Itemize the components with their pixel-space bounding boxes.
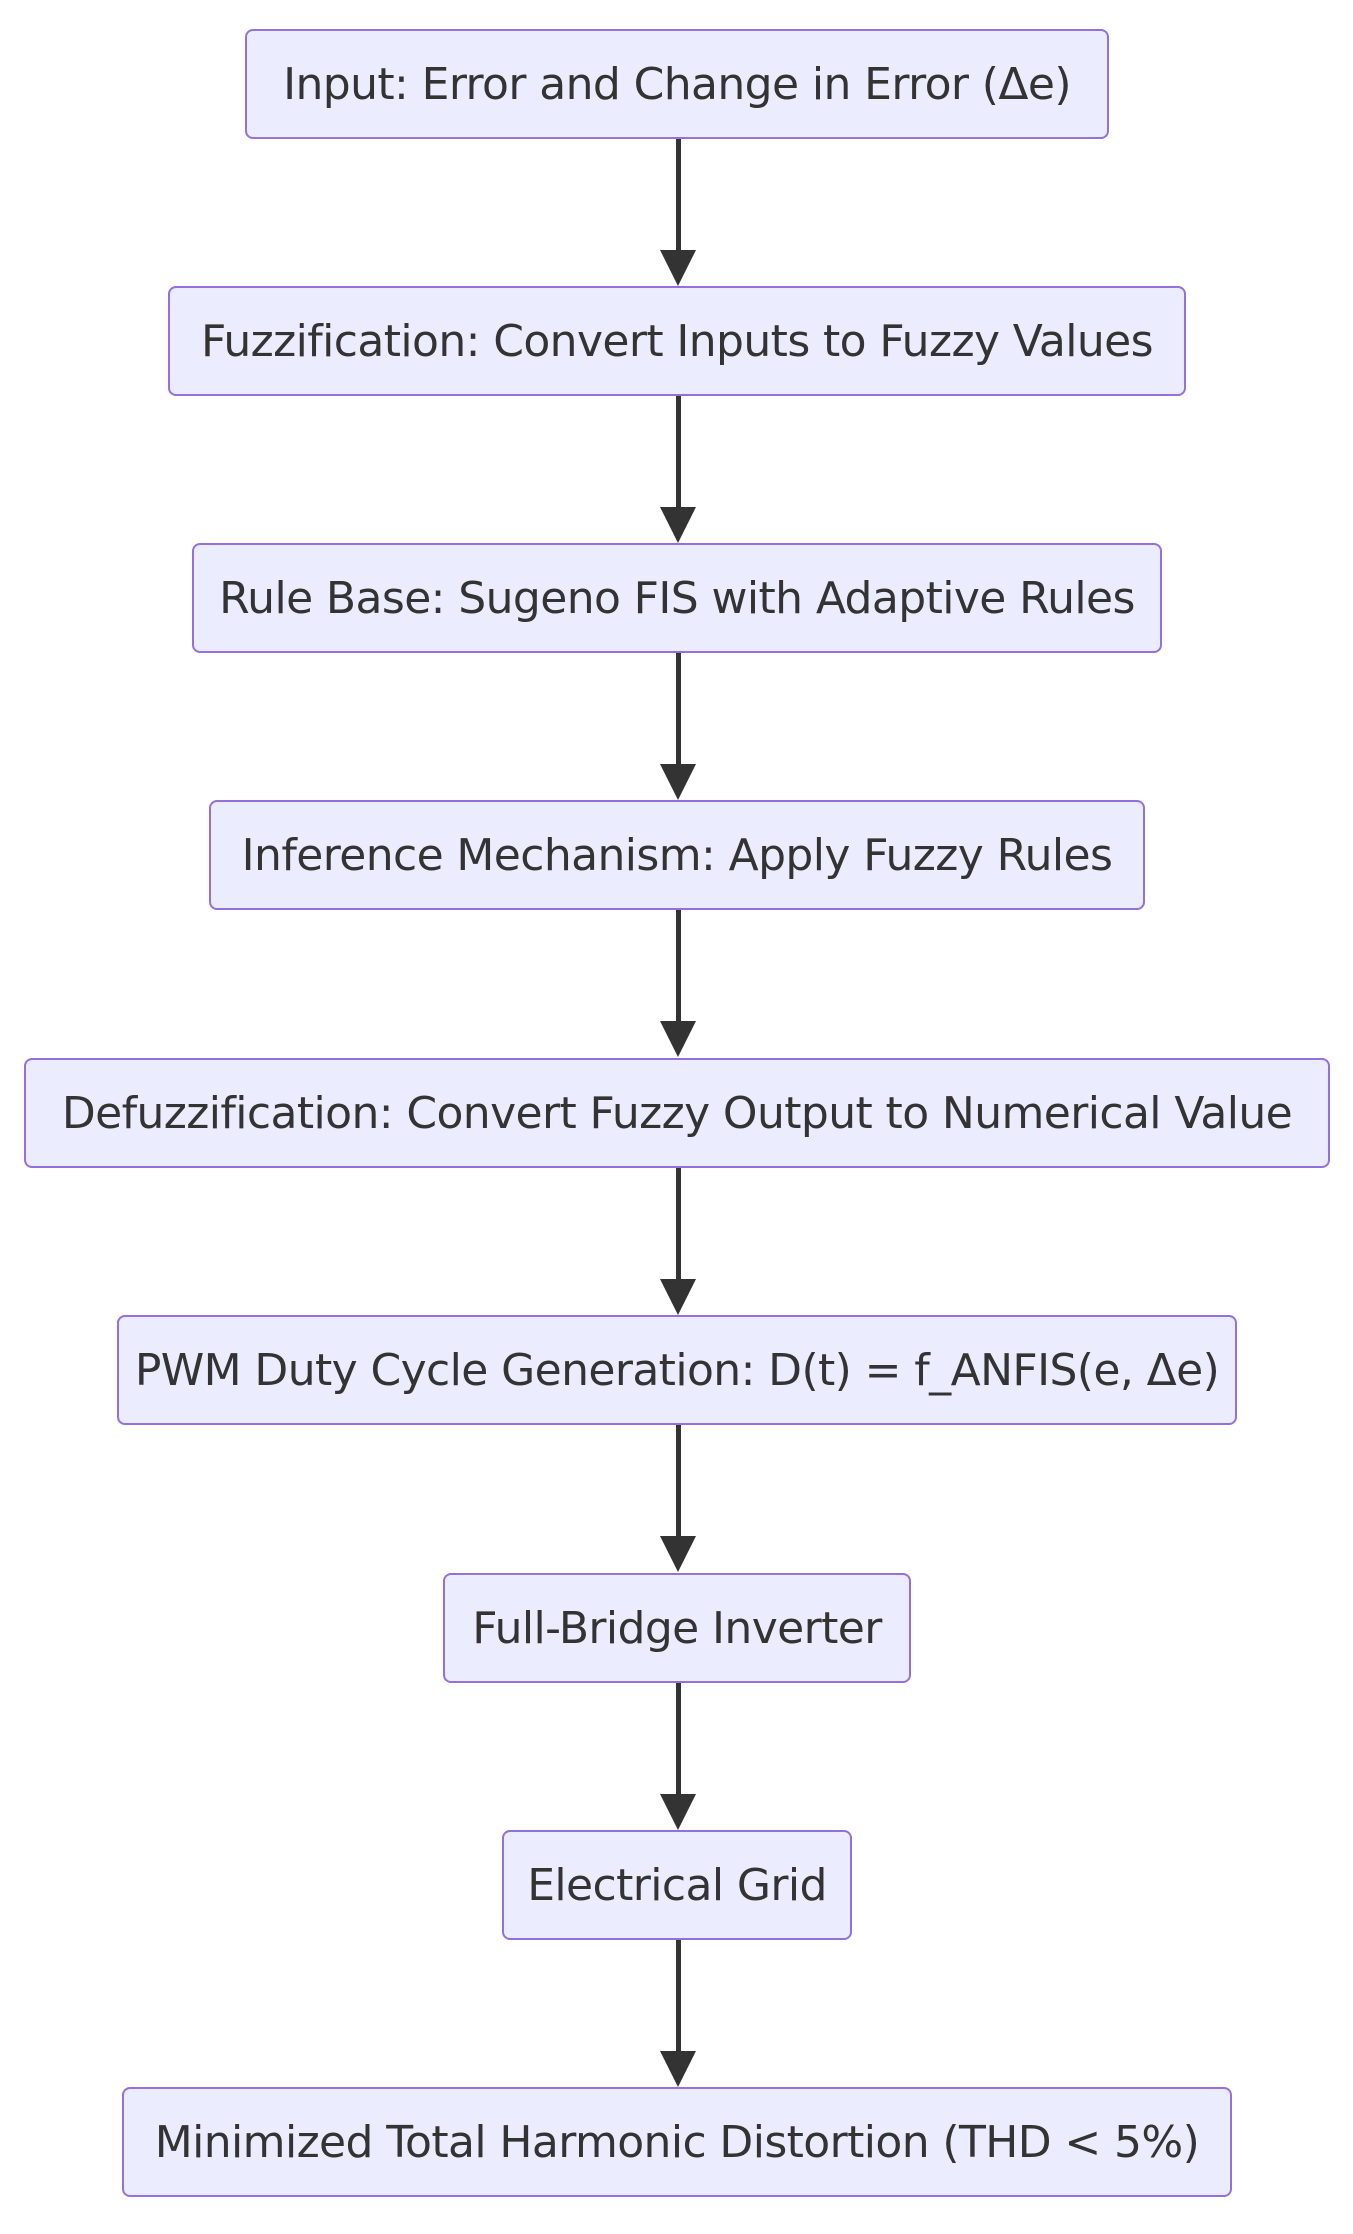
arrowhead-icon [660, 764, 696, 800]
edge-input-to-fuzzification [676, 139, 681, 252]
node-inverter-label: Full-Bridge Inverter [472, 1602, 882, 1654]
node-inference: Inference Mechanism: Apply Fuzzy Rules [209, 800, 1145, 910]
node-grid-label: Electrical Grid [527, 1859, 827, 1911]
edge-rule-base-to-inference [676, 653, 681, 766]
node-thd-label: Minimized Total Harmonic Distortion (THD… [154, 2116, 1200, 2168]
arrowhead-icon [660, 250, 696, 286]
node-fuzzification: Fuzzification: Convert Inputs to Fuzzy V… [168, 286, 1186, 396]
node-pwm-label: PWM Duty Cycle Generation: D(t) = f_ANFI… [134, 1344, 1220, 1396]
node-inverter: Full-Bridge Inverter [443, 1573, 911, 1683]
arrowhead-icon [660, 1794, 696, 1830]
arrowhead-icon [660, 1021, 696, 1057]
arrowhead-icon [660, 1536, 696, 1572]
node-defuzzification: Defuzzification: Convert Fuzzy Output to… [24, 1058, 1330, 1168]
node-thd: Minimized Total Harmonic Distortion (THD… [122, 2087, 1232, 2197]
node-rule-base: Rule Base: Sugeno FIS with Adaptive Rule… [192, 543, 1162, 653]
node-rule-base-label: Rule Base: Sugeno FIS with Adaptive Rule… [219, 572, 1135, 624]
node-pwm: PWM Duty Cycle Generation: D(t) = f_ANFI… [117, 1315, 1237, 1425]
edge-fuzzification-to-rule-base [676, 396, 681, 509]
arrowhead-icon [660, 2051, 696, 2087]
edge-inference-to-defuzzification [676, 910, 681, 1023]
node-input: Input: Error and Change in Error (Δe) [245, 29, 1109, 139]
edge-inverter-to-grid [676, 1683, 681, 1796]
arrowhead-icon [660, 507, 696, 543]
node-input-label: Input: Error and Change in Error (Δe) [283, 58, 1071, 110]
node-grid: Electrical Grid [502, 1830, 852, 1940]
edge-grid-to-thd [676, 1940, 681, 2053]
node-inference-label: Inference Mechanism: Apply Fuzzy Rules [241, 829, 1113, 881]
edge-pwm-to-inverter [676, 1425, 681, 1538]
edge-defuzzification-to-pwm [676, 1168, 681, 1281]
node-defuzzification-label: Defuzzification: Convert Fuzzy Output to… [61, 1087, 1293, 1139]
arrowhead-icon [660, 1279, 696, 1315]
node-fuzzification-label: Fuzzification: Convert Inputs to Fuzzy V… [201, 315, 1154, 367]
